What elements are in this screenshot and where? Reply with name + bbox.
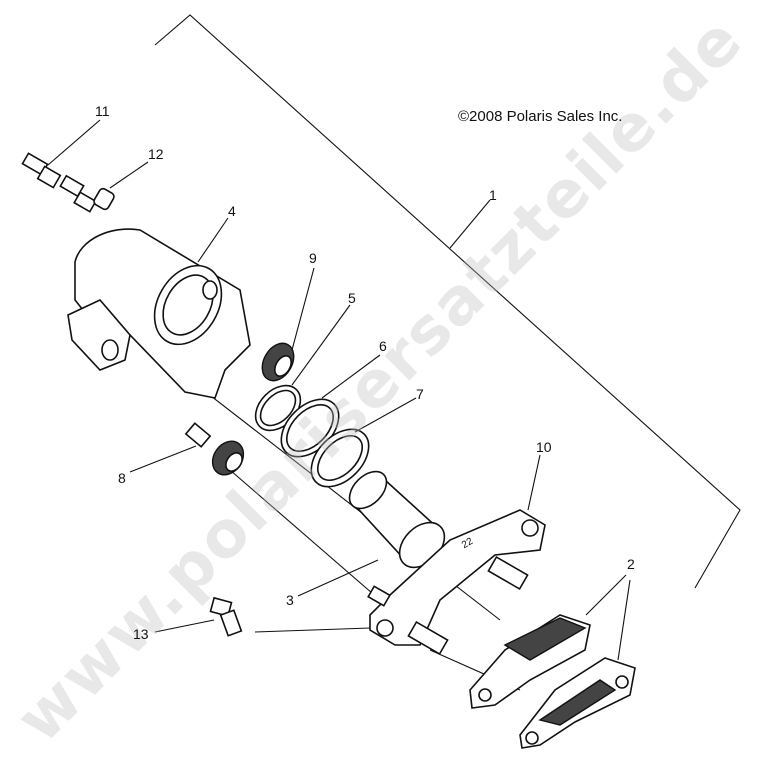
- callout-10: 10: [536, 439, 552, 455]
- callout-8: 8: [118, 470, 126, 486]
- callout-6: 6: [379, 338, 387, 354]
- centerline-lower: [229, 469, 381, 601]
- dust-boot-7: [310, 428, 370, 488]
- bleeder-valve: [21, 152, 97, 213]
- mounting-bolt: [209, 596, 243, 637]
- bleeder-cap: [93, 187, 115, 211]
- assembly-bracket: [154, 14, 741, 589]
- caliper-body: [67, 228, 251, 399]
- callout-12: 12: [148, 146, 164, 162]
- copyright-text: ©2008 Polaris Sales Inc.: [458, 108, 623, 125]
- callout-9: 9: [309, 250, 317, 266]
- piston: [348, 470, 446, 569]
- mounting-bracket: [367, 509, 546, 656]
- callout-7: 7: [416, 386, 424, 402]
- callout-2: 2: [627, 556, 635, 572]
- callout-13: 13: [133, 626, 149, 642]
- callout-4: 4: [228, 203, 236, 219]
- inlet-fitting: [184, 422, 245, 476]
- callout-5: 5: [348, 290, 356, 306]
- callout-11: 11: [95, 103, 110, 119]
- piston-seal-9: [261, 342, 295, 382]
- brake-pad-upper: [469, 614, 591, 709]
- callout-3: 3: [286, 592, 294, 608]
- callout-1: 1: [489, 187, 497, 203]
- leader-lines: [47, 119, 631, 661]
- brake-pad-lower: [519, 657, 636, 749]
